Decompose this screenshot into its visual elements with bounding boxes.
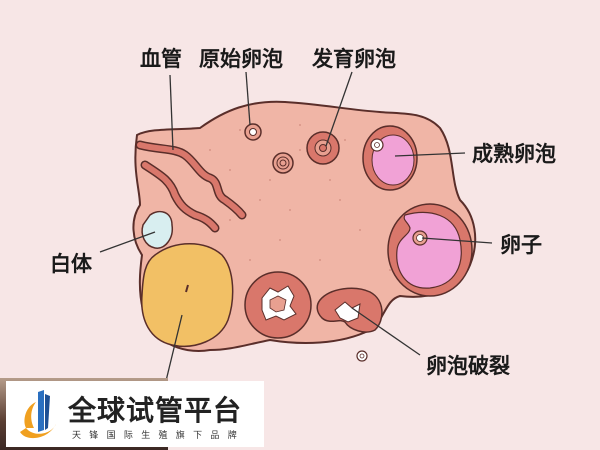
brand-logo-banner[interactable]: 全球试管平台 天锋国际生殖旗下品牌 <box>6 381 264 447</box>
released-ovum <box>356 350 368 362</box>
label-mature-follicle: 成熟卵泡 <box>472 142 556 166</box>
leader-primordial <box>245 71 251 126</box>
leader-blood-vessel <box>169 74 174 151</box>
label-developing-follicle: 发育卵泡 <box>312 47 396 71</box>
label-primordial-follicle: 原始卵泡 <box>199 47 283 71</box>
ruptured-follicle-center <box>244 271 312 339</box>
follicle-rupture <box>316 287 383 333</box>
leader-rupture <box>351 307 421 356</box>
label-follicle-rupture: 卵泡破裂 <box>426 354 510 378</box>
leader-corpus-luteum <box>164 314 183 386</box>
brand-logo-icon <box>20 390 56 439</box>
leader-lines <box>99 71 493 386</box>
label-blood-vessel: 血管 <box>140 47 182 71</box>
mature-follicle <box>362 125 418 191</box>
tissue-texture <box>209 124 391 271</box>
ovulating-follicle <box>387 203 473 297</box>
secondary-follicle <box>272 152 294 174</box>
brand-subtitle: 天锋国际生殖旗下品牌 <box>72 431 246 441</box>
leader-corpus-albicans <box>99 231 156 253</box>
corpus-luteum-mark <box>185 284 189 293</box>
corpus-luteum <box>141 243 234 347</box>
leader-mature <box>394 152 466 157</box>
developing-follicle <box>306 131 340 165</box>
label-corpus-albicans: 白体 <box>50 252 92 276</box>
blood-vessels <box>135 140 247 233</box>
primordial-follicle <box>244 123 262 141</box>
leader-ovum <box>421 237 493 244</box>
leader-developing <box>325 71 353 147</box>
brand-title: 全球试管平台 <box>68 394 243 427</box>
label-ovum: 卵子 <box>500 233 542 257</box>
